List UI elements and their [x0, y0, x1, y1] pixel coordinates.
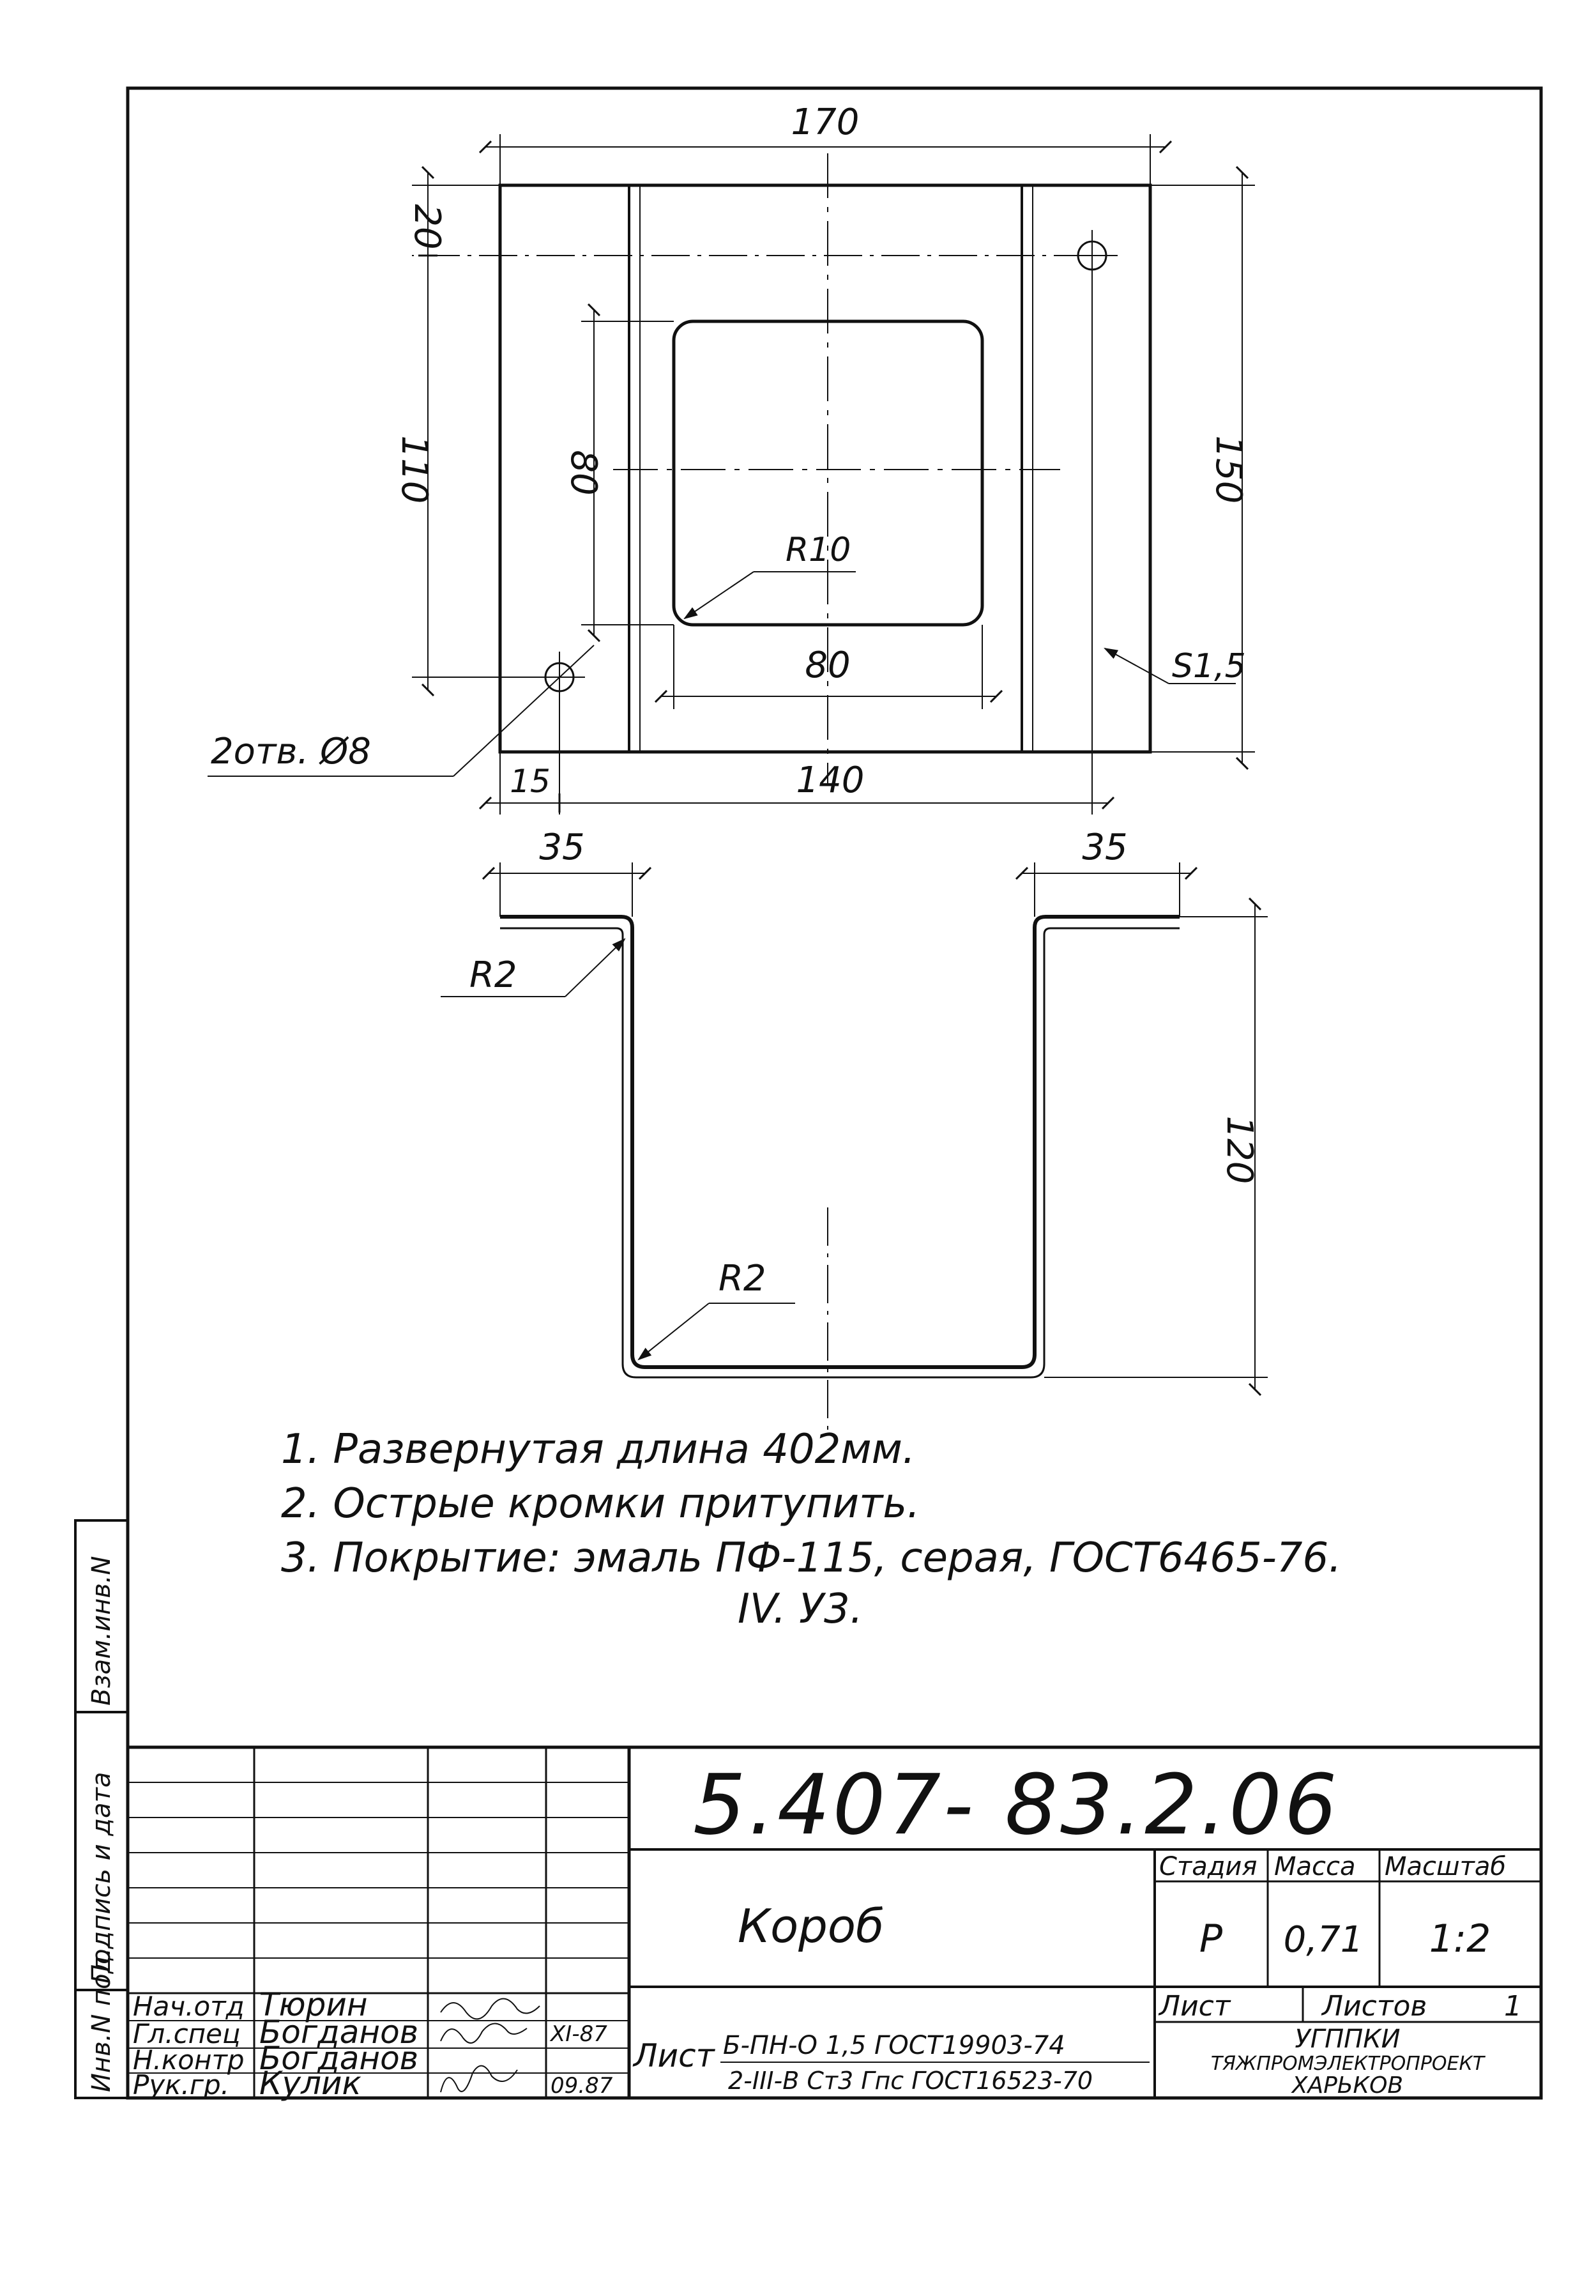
stamp-repl-inv: Взам.инв.N [87, 1556, 116, 1706]
dim-plate-height: 150 [1208, 436, 1249, 504]
sig-role: Н.контр [133, 2044, 245, 2076]
stamp-sign-date: Подпись и дата [87, 1772, 116, 1984]
dim-flange-right: 35 [1082, 827, 1127, 868]
signature-row: Нач.отд Тюрин [133, 1986, 368, 2023]
doc-code: 5.407- 83.2.06 [693, 1756, 1340, 1853]
note-1: 1. Развернутая длина 402мм. [281, 1426, 915, 1473]
signature-row: Н.контр Богданов [133, 2040, 418, 2077]
title-block: Нач.отд Тюрин Гл.спец Богданов XI-87 Н.к… [128, 1745, 1541, 2102]
dim-window-width: 80 [805, 645, 850, 686]
section-view: 35 35 R2 R2 120 [441, 827, 1268, 1431]
sig-name: Кулик [259, 2065, 361, 2102]
dim-edge-offset: 15 [510, 763, 551, 800]
note-3b: IV. У3. [738, 1586, 863, 1633]
dim-window-radius: R10 [786, 531, 851, 569]
channel-profile [500, 915, 1180, 1369]
sig-date: 09.87 [551, 2073, 613, 2099]
sig-name: Богданов [259, 2014, 418, 2051]
mass-label: Масса [1274, 1852, 1356, 1881]
dim-top-width: 170 [791, 102, 860, 143]
notes: 1. Развернутая длина 402мм. 2. Острые кр… [281, 1426, 1342, 1633]
sig-role: Нач.отд [133, 1991, 245, 2022]
label-holes: 2отв. Ø8 [211, 731, 371, 772]
note-2: 2. Острые кромки притупить. [281, 1480, 920, 1527]
dim-section-height: 120 [1219, 1116, 1260, 1184]
org-line-2: ТЯЖПРОМЭЛЕКТРОПРОЕКТ [1211, 2053, 1486, 2075]
stamp-inv-orig: Инв.N под. [87, 1948, 116, 2092]
sig-name: Богданов [259, 2040, 418, 2077]
scale-label: Масштаб [1385, 1852, 1506, 1881]
sig-name: Тюрин [259, 1986, 368, 2023]
note-3: 3. Покрытие: эмаль ПФ-115, серая, ГОСТ64… [281, 1534, 1342, 1582]
sheets-total: 1 [1504, 1990, 1522, 2023]
mass-value: 0,71 [1284, 1919, 1364, 1961]
signature-scribbles [440, 1998, 540, 2093]
material-line-1: Б-ПН-О 1,5 ГОСТ19903-74 [723, 2031, 1065, 2060]
org-line-1: УГППКИ [1295, 2024, 1400, 2054]
scale-value: 1:2 [1429, 1917, 1491, 1961]
dim-window-height: 80 [563, 450, 604, 495]
stage-label: Стадия [1159, 1852, 1257, 1881]
material-prefix: Лист [632, 2037, 716, 2074]
dim-flange-left: 35 [539, 827, 584, 868]
side-stamp: Инв.N под. Подпись и дата Взам.инв.N [74, 1519, 129, 2099]
sheet-frame [126, 86, 1543, 2100]
signature-row: Рук.гр. Кулик 09.87 [133, 2065, 613, 2102]
material-line-2: 2-III-В Ст3 Гпс ГОСТ16523-70 [728, 2067, 1093, 2095]
sig-role: Рук.гр. [133, 2069, 229, 2101]
stage-value: Р [1199, 1917, 1223, 1961]
dim-bend-radius-top: R2 [469, 954, 517, 996]
sheet-label: Лист [1158, 1990, 1231, 2023]
sheets-label: Листов [1321, 1990, 1427, 2023]
dim-bend-radius-bottom: R2 [718, 1258, 766, 1299]
dim-hole-span: 140 [796, 760, 865, 801]
dim-hole-offset: 20 [406, 204, 448, 249]
dim-hole-spacing: 110 [393, 436, 435, 504]
signature-row: Гл.спец Богданов XI-87 [133, 2014, 607, 2051]
org-line-3: ХАРЬКОВ [1291, 2072, 1403, 2099]
plate-outline [498, 183, 1152, 754]
item-name: Короб [738, 1899, 884, 1953]
dim-thickness: S1,5 [1172, 647, 1246, 685]
sig-date: XI-87 [549, 2021, 607, 2047]
plan-view: 170 20 110 80 R10 80 150 S1,5 [208, 102, 1255, 815]
sig-role: Гл.спец [133, 2018, 241, 2049]
